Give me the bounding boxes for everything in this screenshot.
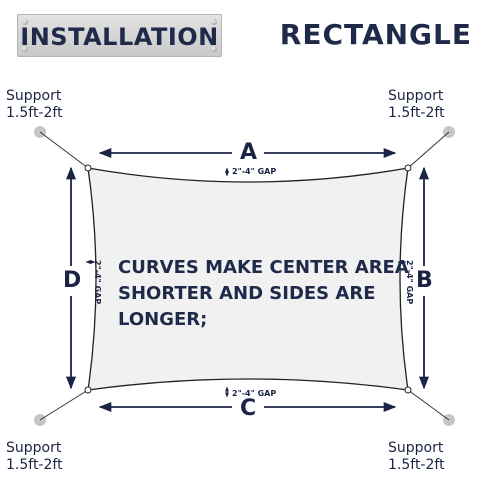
support-label-word: Support [6,88,62,104]
support-label-height: 1.5ft-2ft [6,457,63,473]
support-label-word: Support [6,440,62,456]
dimension-label-d: D [63,268,82,293]
support-label-height: 1.5ft-2ft [388,105,445,121]
tension-line [39,389,89,421]
screw-icon [22,19,28,25]
center-note-line: LONGER; [118,309,208,330]
center-note-line: CURVES MAKE CENTER AREA [118,257,409,278]
gap-label-bottom: 2"-4" GAP [232,389,277,398]
center-note-line: SHORTER AND SIDES ARE [118,283,376,304]
tension-line [407,389,450,421]
screw-icon [22,46,28,52]
d-ring-icon [84,386,92,394]
d-ring-icon [404,386,412,394]
center-note: CURVES MAKE CENTER AREA SHORTER AND SIDE… [118,255,409,333]
gap-label-left: 2"-4" GAP [93,260,102,305]
screw-icon [211,46,217,52]
screw-icon [211,19,217,25]
support-label-word: Support [388,88,444,104]
shape-title: RECTANGLE [279,18,472,51]
installation-plate: INSTALLATION [17,14,222,57]
d-ring-icon [84,164,92,172]
tension-line [39,131,89,169]
support-label-bottom-left: Support 1.5ft-2ft [6,440,63,474]
support-label-word: Support [388,440,444,456]
support-label-top-left: Support 1.5ft-2ft [6,88,63,122]
dimension-label-a: A [240,140,258,165]
installation-label: INSTALLATION [20,23,219,51]
support-label-height: 1.5ft-2ft [6,105,63,121]
gap-label-top: 2"-4" GAP [232,167,277,176]
support-label-top-right: Support 1.5ft-2ft [388,88,445,122]
support-label-height: 1.5ft-2ft [388,457,445,473]
tension-line [407,131,450,169]
dimension-label-c: C [240,396,257,421]
dimension-label-b: B [416,268,433,293]
d-ring-icon [404,164,412,172]
support-label-bottom-right: Support 1.5ft-2ft [388,440,445,474]
